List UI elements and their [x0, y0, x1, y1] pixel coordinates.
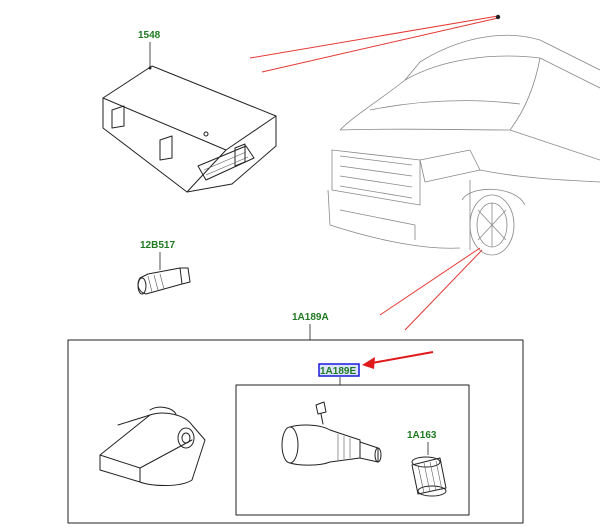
tpms-sensor-body: [99, 406, 206, 486]
pointer-arrow-line: [371, 351, 434, 364]
part-label-1548[interactable]: 1548: [138, 30, 161, 41]
vehicle-illustration: [327, 34, 600, 256]
valve-12B517: 12B517: [137, 240, 191, 295]
sensor-kit-1A189A: 1A189A 1A189E: [67, 312, 524, 524]
part-label-12B517[interactable]: 12B517: [140, 240, 175, 251]
callout-origin-dot: [495, 14, 501, 20]
valve-stem: [281, 401, 382, 466]
module-1548: 1548: [102, 30, 277, 193]
highlight-box-1A189E: [318, 363, 360, 377]
cap-1A163: 1A163: [407, 430, 447, 497]
sensor-inner-outline: [235, 384, 470, 516]
kit-outline: [67, 339, 524, 524]
part-label-1A189A[interactable]: 1A189A: [292, 312, 329, 323]
callout-lines: [249, 14, 501, 331]
part-label-1A189E[interactable]: 1A189E: [320, 366, 356, 377]
part-label-1A163[interactable]: 1A163: [407, 430, 437, 441]
pointer-arrow-head: [362, 357, 375, 369]
